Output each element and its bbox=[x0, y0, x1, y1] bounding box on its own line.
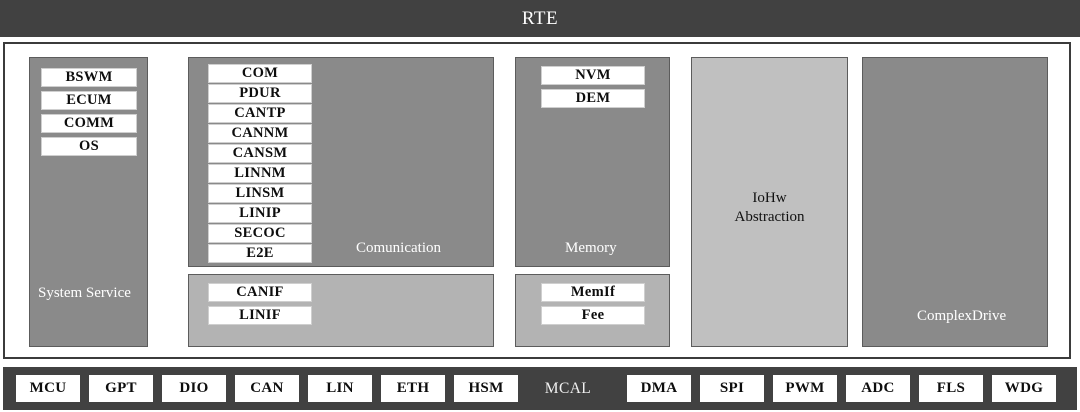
mcal-title-slot: MCAL bbox=[527, 375, 609, 402]
module-chip-linif[interactable]: LINIF bbox=[208, 306, 312, 325]
driver-chip-mcu[interactable]: MCU bbox=[16, 375, 80, 402]
mcal-title: MCAL bbox=[544, 379, 592, 397]
driver-chip-can[interactable]: CAN bbox=[235, 375, 299, 402]
module-chip-ecum[interactable]: ECUM bbox=[41, 91, 137, 110]
module-chip-canif[interactable]: CANIF bbox=[208, 283, 312, 302]
module-chip-cannm[interactable]: CANNM bbox=[208, 124, 312, 143]
mcal-slot-hsm[interactable]: HSM bbox=[454, 375, 518, 402]
driver-chip-eth[interactable]: ETH bbox=[381, 375, 445, 402]
rte-label: RTE bbox=[521, 7, 559, 29]
mcal-slot-lin[interactable]: LIN bbox=[308, 375, 372, 402]
module-chip-pdur[interactable]: PDUR bbox=[208, 84, 312, 103]
block-memory[interactable]: NVM DEM Memory bbox=[515, 57, 670, 267]
module-chip-nvm[interactable]: NVM bbox=[541, 66, 645, 85]
driver-chip-dio[interactable]: DIO bbox=[162, 375, 226, 402]
caption-memory: Memory bbox=[565, 240, 617, 256]
module-chip-memif[interactable]: MemIf bbox=[541, 283, 645, 302]
module-chip-linip[interactable]: LINIP bbox=[208, 204, 312, 223]
block-complex-drive[interactable]: ComplexDrive bbox=[862, 57, 1048, 347]
caption-communication: Comunication bbox=[356, 240, 441, 256]
module-chip-linsm[interactable]: LINSM bbox=[208, 184, 312, 203]
module-chip-fee[interactable]: Fee bbox=[541, 306, 645, 325]
block-memory-interface[interactable]: MemIf Fee bbox=[515, 274, 670, 347]
mcal-slot-adc[interactable]: ADC bbox=[846, 375, 910, 402]
module-chip-comm[interactable]: COMM bbox=[41, 114, 137, 133]
module-chip-com[interactable]: COM bbox=[208, 64, 312, 83]
driver-chip-lin[interactable]: LIN bbox=[308, 375, 372, 402]
module-chip-os[interactable]: OS bbox=[41, 137, 137, 156]
mcal-slot-eth[interactable]: ETH bbox=[381, 375, 445, 402]
module-chip-cantp[interactable]: CANTP bbox=[208, 104, 312, 123]
rte-layer-bar: RTE bbox=[0, 0, 1080, 37]
module-chip-e2e[interactable]: E2E bbox=[208, 244, 312, 263]
driver-chip-fls[interactable]: FLS bbox=[919, 375, 983, 402]
block-communication-interface[interactable]: CANIF LINIF bbox=[188, 274, 494, 347]
caption-iohw-abstraction-line2: Abstraction bbox=[734, 209, 805, 225]
caption-iohw-abstraction-line1: IoHw bbox=[752, 190, 787, 206]
block-communication[interactable]: COM PDUR CANTP CANNM CANSM LINNM LINSM L… bbox=[188, 57, 494, 267]
driver-chip-gpt[interactable]: GPT bbox=[89, 375, 153, 402]
caption-system-service: System Service bbox=[38, 285, 131, 301]
block-iohw-abstraction[interactable]: IoHw Abstraction bbox=[691, 57, 848, 347]
block-system-service[interactable]: BSWM ECUM COMM OS System Service bbox=[29, 57, 148, 347]
module-chip-secoc[interactable]: SECOC bbox=[208, 224, 312, 243]
module-chip-dem[interactable]: DEM bbox=[541, 89, 645, 108]
mcal-slot-dio[interactable]: DIO bbox=[162, 375, 226, 402]
driver-chip-hsm[interactable]: HSM bbox=[454, 375, 518, 402]
mcal-slot-fls[interactable]: FLS bbox=[919, 375, 983, 402]
mcal-slot-mcu[interactable]: MCU bbox=[16, 375, 80, 402]
module-chip-cansm[interactable]: CANSM bbox=[208, 144, 312, 163]
driver-chip-dma[interactable]: DMA bbox=[627, 375, 691, 402]
caption-complex-drive: ComplexDrive bbox=[917, 308, 1007, 324]
mcal-slot-wdg[interactable]: WDG bbox=[992, 375, 1056, 402]
mcal-slot-can[interactable]: CAN bbox=[235, 375, 299, 402]
module-chip-linnm[interactable]: LINNM bbox=[208, 164, 312, 183]
bsw-layer-container: BSWM ECUM COMM OS System Service COM PDU… bbox=[3, 42, 1071, 359]
driver-chip-wdg[interactable]: WDG bbox=[992, 375, 1056, 402]
mcal-slot-dma[interactable]: DMA bbox=[627, 375, 691, 402]
mcal-layer-bar: MCU GPT DIO CAN LIN ETH HSM MCAL DMA SPI… bbox=[3, 367, 1077, 410]
driver-chip-spi[interactable]: SPI bbox=[700, 375, 764, 402]
module-chip-bswm[interactable]: BSWM bbox=[41, 68, 137, 87]
mcal-slot-gpt[interactable]: GPT bbox=[89, 375, 153, 402]
driver-chip-adc[interactable]: ADC bbox=[846, 375, 910, 402]
driver-chip-pwm[interactable]: PWM bbox=[773, 375, 837, 402]
mcal-slot-pwm[interactable]: PWM bbox=[773, 375, 837, 402]
mcal-slot-spi[interactable]: SPI bbox=[700, 375, 764, 402]
